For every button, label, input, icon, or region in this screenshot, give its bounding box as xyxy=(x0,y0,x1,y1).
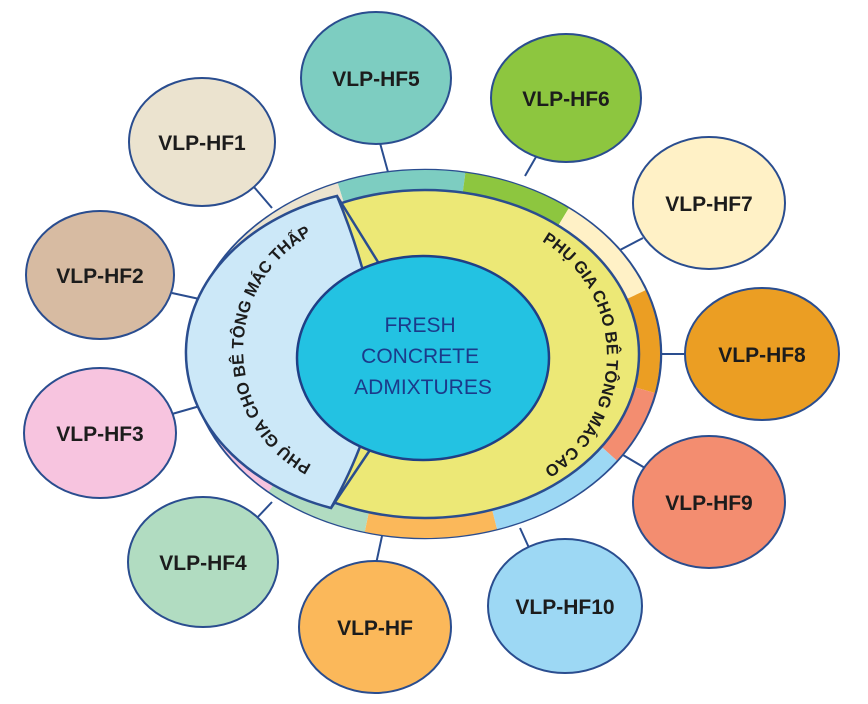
node-hf1-circle xyxy=(128,77,276,207)
connector-hf7 xyxy=(619,237,644,251)
node-hf10-circle xyxy=(487,538,643,674)
segment-hf6 xyxy=(462,172,569,226)
segment-hf7 xyxy=(558,208,646,299)
node-hf1-label: VLP-HF1 xyxy=(158,132,246,155)
node-hf7-circle xyxy=(632,136,786,270)
node-hf9-circle xyxy=(632,435,786,569)
node-hf3-circle xyxy=(23,367,177,499)
ring-divider-top xyxy=(335,195,380,263)
node-hf8-circle xyxy=(684,287,840,421)
node-hf6-circle xyxy=(490,33,642,163)
node-hf4-label: VLP-HF4 xyxy=(159,552,247,575)
node-hf6: VLP-HF6 xyxy=(490,33,642,163)
node-hf5-label: VLP-HF5 xyxy=(332,68,420,91)
connector-hf xyxy=(375,535,383,565)
node-hf7-label: VLP-HF7 xyxy=(665,193,753,216)
connector-hf3 xyxy=(171,405,201,415)
ring-divider-bottom xyxy=(329,446,374,509)
node-hf2: VLP-HF2 xyxy=(25,210,175,340)
node-hf6-label: VLP-HF6 xyxy=(522,88,610,111)
center-ellipse xyxy=(295,254,551,462)
node-hf2-circle xyxy=(25,210,175,340)
node-hf2-label: VLP-HF2 xyxy=(56,265,144,288)
node-hf8-label: VLP-HF8 xyxy=(718,344,806,367)
node-hf7: VLP-HF7 xyxy=(632,136,786,270)
node-hf3: VLP-HF3 xyxy=(23,367,177,499)
node-hf9-label: VLP-HF9 xyxy=(665,492,753,515)
segment-hf5 xyxy=(337,170,466,203)
center-line-1: FRESH xyxy=(384,314,455,337)
node-hf9: VLP-HF9 xyxy=(632,435,786,569)
center-line-2: CONCRETE xyxy=(361,345,479,368)
node-hf1: VLP-HF1 xyxy=(128,77,276,207)
node-hf-circle xyxy=(298,560,452,694)
segment-hf10 xyxy=(492,446,617,530)
center-line-3: ADMIXTURES xyxy=(354,376,492,399)
segment-hf xyxy=(364,509,497,538)
segment-hf9 xyxy=(601,387,655,461)
node-hf5: VLP-HF5 xyxy=(300,11,452,145)
node-hf5-circle xyxy=(300,11,452,145)
node-hf-label: VLP-HF xyxy=(337,617,413,640)
node-hf: VLP-HF xyxy=(298,560,452,694)
segment-hf8 xyxy=(627,290,660,393)
node-hf8: VLP-HF8 xyxy=(684,287,840,421)
node-hf10: VLP-HF10 xyxy=(487,538,643,674)
center-label: FRESH CONCRETE ADMIXTURES xyxy=(354,314,492,399)
node-hf3-label: VLP-HF3 xyxy=(56,423,144,446)
node-hf10-label: VLP-HF10 xyxy=(515,596,614,619)
connector-hf5 xyxy=(379,142,389,173)
node-hf4-circle xyxy=(127,496,279,628)
node-hf4: VLP-HF4 xyxy=(127,496,279,628)
